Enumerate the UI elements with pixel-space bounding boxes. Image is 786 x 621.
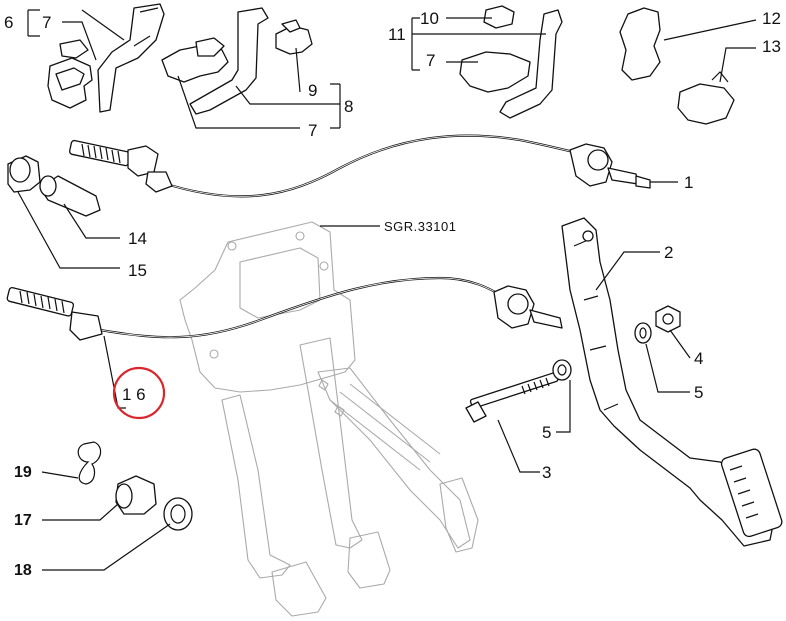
callout-13: 13 (762, 37, 781, 56)
leader-lines (17, 9, 757, 571)
pedal-2 (561, 217, 783, 547)
callout-11: 11 (388, 25, 406, 44)
bush-17 (115, 475, 157, 515)
highlight-circle (112, 366, 166, 420)
callout-9: 9 (308, 81, 317, 100)
callout-10: 10 (420, 9, 439, 28)
washer-18 (163, 497, 193, 531)
callout-4: 4 (694, 349, 703, 368)
bracket-clip-group-right (459, 5, 735, 125)
bracket-clip-group-center (161, 7, 313, 115)
callout-16: 1 6 (122, 385, 146, 404)
callout-12: 12 (762, 9, 781, 28)
callout-1: 1 (684, 173, 693, 192)
bracket-clip-group-left (47, 3, 165, 113)
callout-6: 6 (4, 13, 13, 32)
bushing-parts (7, 155, 101, 217)
callout-2: 2 (664, 243, 673, 262)
callout-5-right: 5 (694, 383, 703, 402)
callout-3: 3 (542, 463, 551, 482)
callout-7-left: 7 (42, 13, 51, 32)
cable-1-assembly (68, 134, 651, 198)
pedal-fasteners (465, 305, 681, 423)
callout-7-right: 7 (426, 51, 435, 70)
reference-code: SGR.33101 (384, 219, 456, 234)
callout-18: 18 (14, 562, 32, 579)
callout-15: 15 (128, 261, 147, 280)
callout-17: 17 (14, 512, 32, 529)
clip-19 (77, 441, 102, 485)
callout-8: 8 (344, 97, 353, 116)
callout-7-center: 7 (308, 121, 317, 140)
callout-labels: 6 7 11 10 7 9 8 7 12 13 1 SGR.33101 2 14… (4, 9, 781, 579)
cable-16-assembly (6, 276, 563, 341)
callout-19: 19 (14, 464, 32, 481)
pedal-box-assembly (179, 221, 479, 617)
callout-5-lower: 5 (542, 423, 551, 442)
callout-14: 14 (128, 229, 147, 248)
